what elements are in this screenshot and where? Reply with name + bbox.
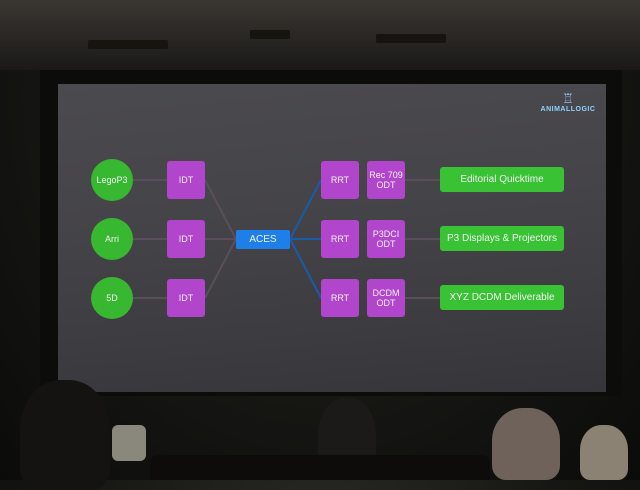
odt-box: DCDM ODT bbox=[367, 279, 405, 317]
connector-lines bbox=[133, 179, 440, 299]
connector-idt-aces bbox=[204, 179, 237, 240]
source-node-legop3: LegoP3 bbox=[91, 159, 133, 201]
source-label: Arri bbox=[105, 234, 119, 244]
output-label: XYZ DCDM Deliverable bbox=[449, 291, 555, 303]
ceiling-light bbox=[88, 40, 168, 49]
odt-label: Rec 709 ODT bbox=[369, 170, 403, 190]
odt-label: P3DCI ODT bbox=[372, 229, 400, 249]
rrt-label: RRT bbox=[330, 293, 350, 303]
odt-box: P3DCI ODT bbox=[367, 220, 405, 258]
rrt-label: RRT bbox=[330, 234, 350, 244]
idt-label: IDT bbox=[178, 234, 194, 244]
source-label: 5D bbox=[106, 293, 118, 303]
audience-head bbox=[580, 425, 628, 480]
output-box-dcdm: XYZ DCDM Deliverable bbox=[440, 285, 564, 310]
rrt-label: RRT bbox=[330, 175, 350, 185]
idt-box: IDT bbox=[167, 161, 205, 199]
output-box-editorial: Editorial Quicktime bbox=[440, 167, 564, 192]
idt-box: IDT bbox=[167, 220, 205, 258]
aces-label: ACES bbox=[249, 233, 277, 245]
logo-text: ANIMALLOGIC bbox=[540, 106, 596, 113]
ceiling-light bbox=[376, 34, 446, 43]
odt-label: DCDM ODT bbox=[372, 288, 400, 308]
source-node-arri: Arri bbox=[91, 218, 133, 260]
idt-box: IDT bbox=[167, 279, 205, 317]
idt-label: IDT bbox=[178, 175, 194, 185]
output-label: Editorial Quicktime bbox=[460, 173, 544, 185]
odt-box: Rec 709 ODT bbox=[367, 161, 405, 199]
idt-label: IDT bbox=[178, 293, 194, 303]
animal-logic-logo: ♖ ANIMALLOGIC bbox=[538, 92, 598, 122]
output-box-p3: P3 Displays & Projectors bbox=[440, 226, 564, 251]
connector-aces-rrt bbox=[289, 238, 322, 299]
pillar-icon: ♖ bbox=[562, 91, 574, 106]
connector-idt-aces bbox=[204, 238, 237, 299]
aces-box: ACES bbox=[236, 230, 290, 249]
projected-slide: ♖ ANIMALLOGIC LegoP3 Arri 5D IDT IDT IDT… bbox=[58, 84, 606, 392]
source-node-5d: 5D bbox=[91, 277, 133, 319]
connector-aces-rrt bbox=[289, 179, 322, 240]
audience-head bbox=[112, 425, 146, 461]
output-label: P3 Displays & Projectors bbox=[446, 232, 558, 244]
ceiling-light bbox=[250, 30, 290, 39]
ceiling bbox=[0, 0, 640, 70]
audience-head bbox=[150, 455, 490, 480]
source-label: LegoP3 bbox=[96, 175, 128, 185]
rrt-box: RRT bbox=[321, 279, 359, 317]
rrt-box: RRT bbox=[321, 220, 359, 258]
rrt-box: RRT bbox=[321, 161, 359, 199]
audience-head bbox=[492, 408, 560, 480]
audience-head bbox=[20, 380, 110, 490]
